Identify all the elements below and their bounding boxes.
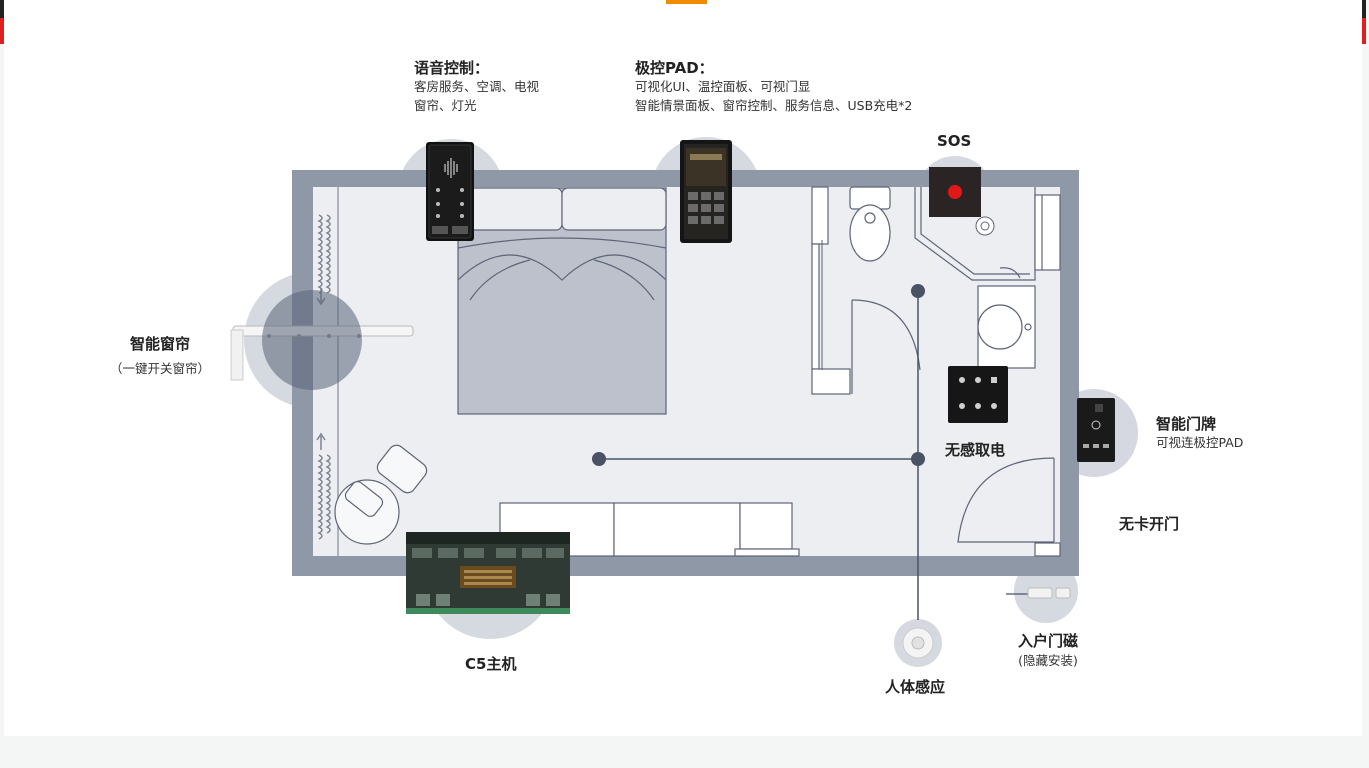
curtain-callout: 智能窗帘 （一键开关窗帘） xyxy=(104,335,216,379)
sos-title: SOS xyxy=(937,132,972,150)
pad-callout: 极控PAD： 可视化UI、温控面板、可视门显 智能情景面板、窗帘控制、服务信息、… xyxy=(635,59,912,116)
body-sensor-icon xyxy=(900,625,936,661)
host-title: C5主机 xyxy=(465,655,517,673)
voice-control-callout: 语音控制： 客房服务、空调、电视 窗帘、灯光 xyxy=(414,59,539,116)
sos-button-icon xyxy=(929,167,981,217)
pad-panel-icon xyxy=(680,140,732,243)
doorplate-callout: 智能门牌 可视连极控PAD xyxy=(1156,415,1243,453)
right-edge-decoration xyxy=(1362,0,1366,44)
curtain-halo-core xyxy=(262,290,362,390)
door-magnet-icon xyxy=(1026,584,1072,602)
c5-host-board-icon xyxy=(406,532,570,614)
doorplate-title: 智能门牌 xyxy=(1156,415,1217,433)
body-sensor-title: 人体感应 xyxy=(885,678,946,696)
pad-line2: 智能情景面板、窗帘控制、服务信息、USB充电*2 xyxy=(635,98,913,113)
voice-control-title: 语音控制： xyxy=(414,59,490,77)
ceiling-sensor-icon xyxy=(974,215,996,237)
left-edge-decoration xyxy=(0,0,4,44)
pad-title: 极控PAD： xyxy=(635,59,714,77)
card-free-power-switch-icon xyxy=(948,366,1008,423)
voice-control-line2: 窗帘、灯光 xyxy=(414,98,477,113)
curtain-sub: （一键开关窗帘） xyxy=(109,361,210,376)
door-magnet-title: 入户门磁 xyxy=(1017,632,1078,650)
smart-doorplate-icon xyxy=(1077,398,1115,462)
room-floor xyxy=(313,187,1060,556)
voice-control-panel-icon xyxy=(426,142,474,241)
door-magnet-callout: 入户门磁 (隐藏安装) xyxy=(1008,632,1088,671)
voice-control-line1: 客房服务、空调、电视 xyxy=(414,79,540,94)
door-magnet-sub: (隐藏安装) xyxy=(1018,653,1078,668)
pad-line1: 可视化UI、温控面板、可视门显 xyxy=(635,79,811,94)
doorplate-sub: 可视连极控PAD xyxy=(1156,435,1244,450)
cardless-title: 无卡开门 xyxy=(1119,515,1180,533)
power-title: 无感取电 xyxy=(945,441,1006,459)
accent-bar xyxy=(666,0,707,4)
curtain-title: 智能窗帘 xyxy=(129,335,190,353)
